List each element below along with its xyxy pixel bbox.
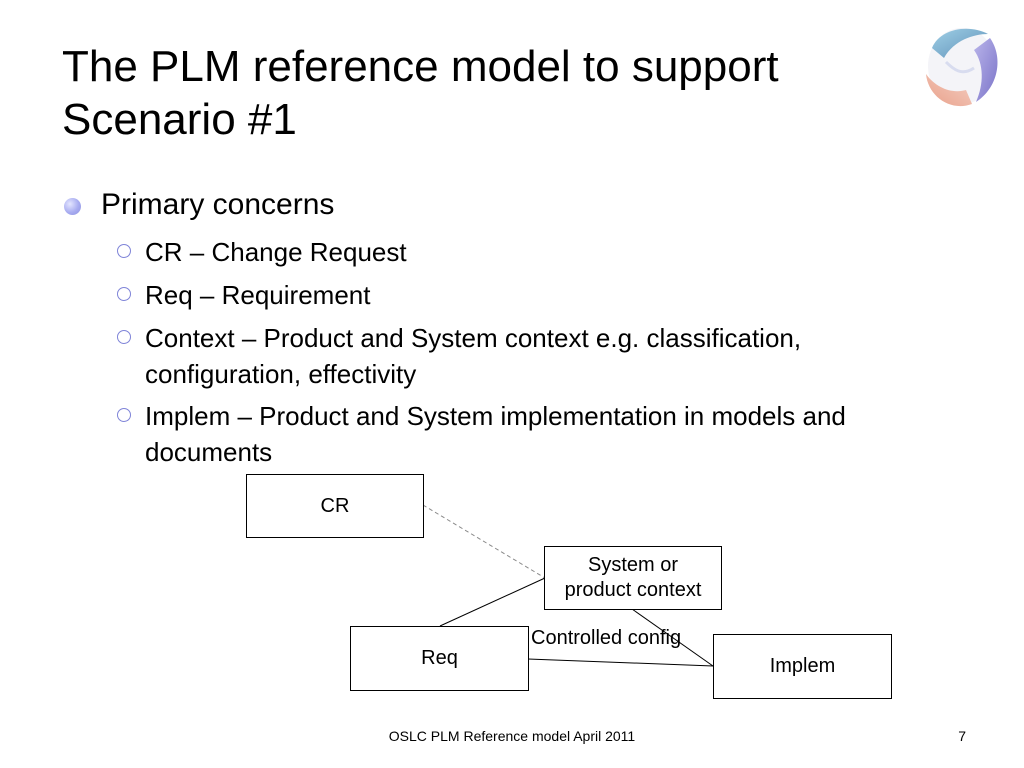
sub-bullet-line: documents — [145, 437, 273, 467]
link-cr-context — [422, 504, 546, 579]
node-label: Req — [421, 647, 458, 669]
node-cr: CR — [246, 474, 424, 538]
node-label: CR — [320, 494, 350, 517]
sub-bullet-line: configuration, effectivity — [145, 359, 417, 389]
bullet-ring-icon — [117, 408, 131, 422]
slide-footer: OSLC PLM Reference model April 2011 — [388, 728, 636, 744]
title-line-1: The PLM reference model to support — [62, 42, 779, 91]
page-number: 7 — [958, 728, 966, 744]
bullet-ring-icon — [117, 330, 131, 344]
node-system-context: System or product context — [544, 546, 722, 610]
bullet-text: Primary concerns — [101, 188, 335, 221]
link-req-implem — [527, 658, 714, 667]
node-label: Implem — [769, 655, 836, 677]
title-line-2: Scenario #1 — [62, 95, 297, 144]
sub-bullet-line: Req – Requirement — [145, 280, 371, 310]
node-label: System or — [587, 554, 679, 576]
node-implem: Implem — [713, 634, 892, 699]
sub-bullet-line: CR – Change Request — [145, 237, 407, 267]
link-context-implem — [631, 608, 714, 667]
edge-label-controlled-config: Controlled config — [531, 627, 682, 649]
link-context-req — [439, 577, 546, 627]
sub-bullet-line: Implem – Product and System implementati… — [145, 401, 846, 431]
sub-bullet-line: Context – Product and System context e.g… — [145, 323, 802, 353]
node-label: product context — [564, 579, 702, 601]
bullet-ring-icon — [117, 244, 131, 258]
slide-title: The PLM reference model to support Scena… — [62, 40, 902, 146]
bullet-ring-icon — [117, 287, 131, 301]
node-req: Req — [350, 626, 529, 691]
bullet-dot-icon — [64, 198, 81, 215]
oslc-swirl-logo-icon — [926, 28, 998, 107]
